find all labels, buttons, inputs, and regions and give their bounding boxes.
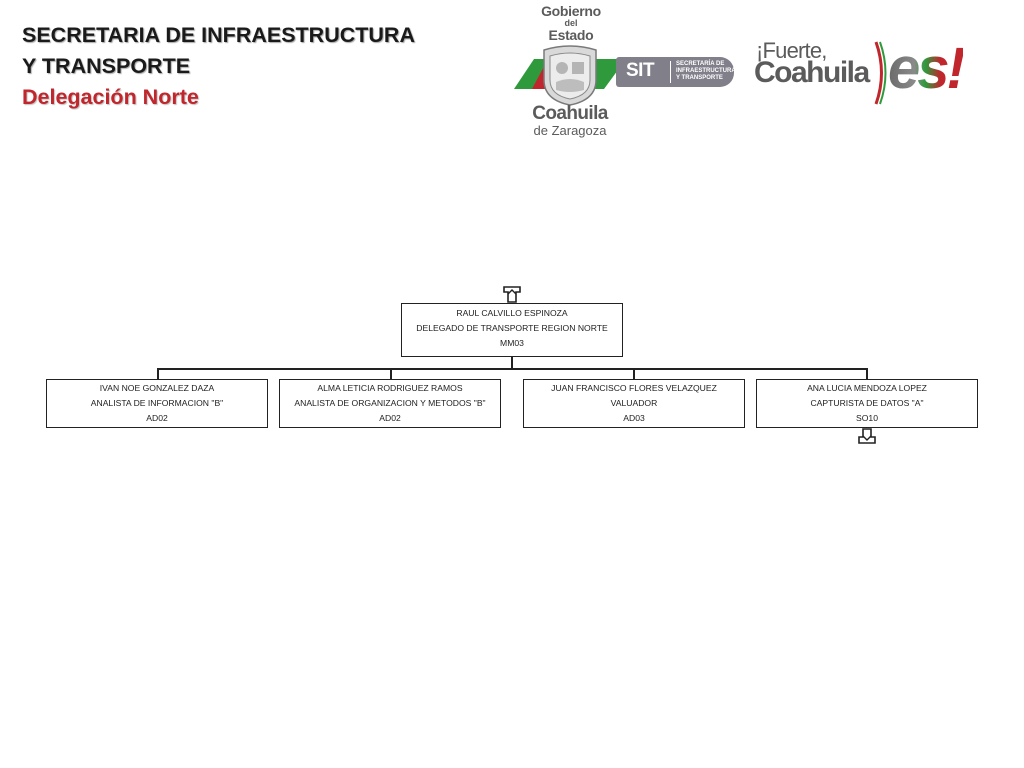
title-block: SECRETARIA DE INFRAESTRUCTURA Y TRANSPOR… [22, 20, 415, 113]
child-1-code: AD02 [146, 413, 168, 423]
connector-horizontal [157, 368, 868, 370]
up-arrow-icon[interactable] [503, 286, 521, 303]
root-position: DELEGADO DE TRANSPORTE REGION NORTE [416, 323, 608, 333]
child-4-name: ANA LUCIA MENDOZA LOPEZ [807, 383, 927, 393]
child-1-position: ANALISTA DE INFORMACION "B" [90, 398, 224, 408]
gobierno-state-sub: de Zaragoza [533, 123, 607, 138]
title-line-1: SECRETARIA DE INFRAESTRUCTURA [22, 23, 415, 47]
connector-child-2 [390, 368, 392, 379]
connector-child-1 [157, 368, 159, 379]
gobierno-line2: del [564, 18, 578, 28]
child-2-name: ALMA LETICIA RODRIGUEZ RAMOS [317, 383, 463, 393]
sit-subtitle: SECRETARÍA DE INFRAESTRUCTURA Y TRANSPOR… [676, 61, 736, 82]
sit-acronym: SIT [626, 60, 655, 81]
gobierno-state-name: Coahuila [532, 103, 608, 124]
gobierno-state-text: Coahuila de Zaragoza [510, 104, 630, 138]
root-code: MM03 [500, 338, 524, 348]
es-text: es! [888, 36, 966, 101]
sit-line3: Y TRANSPORTE [676, 75, 723, 81]
org-box-child-1[interactable]: IVAN NOE GONZALEZ DAZA ANALISTA DE INFOR… [46, 379, 268, 428]
fuerte-coahuila-logo: ¡Fuerte, Coahuila es! [754, 36, 988, 112]
flag-bracket-icon [874, 41, 887, 105]
down-arrow-icon[interactable] [858, 428, 876, 444]
org-box-root[interactable]: RAUL CALVILLO ESPINOZA DELEGADO DE TRANS… [401, 303, 623, 357]
root-name: RAUL CALVILLO ESPINOZA [456, 308, 568, 318]
child-2-code: AD02 [379, 413, 401, 423]
title-line-2: Y TRANSPORTE [22, 54, 191, 78]
org-box-child-2[interactable]: ALMA LETICIA RODRIGUEZ RAMOS ANALISTA DE… [279, 379, 501, 428]
coat-of-arms-icon [543, 45, 597, 106]
org-box-child-3[interactable]: JUAN FRANCISCO FLORES VELAZQUEZ VALUADOR… [523, 379, 745, 428]
sit-logo: SIT SECRETARÍA DE INFRAESTRUCTURA Y TRAN… [616, 57, 736, 87]
fuerte-line1: ¡Fuerte, [756, 38, 827, 63]
child-4-code: SO10 [856, 413, 878, 423]
connector-child-3 [633, 368, 635, 379]
gobierno-line3: Estado [548, 27, 594, 43]
sit-divider [670, 61, 671, 83]
child-3-name: JUAN FRANCISCO FLORES VELAZQUEZ [551, 383, 717, 393]
org-box-child-4[interactable]: ANA LUCIA MENDOZA LOPEZ CAPTURISTA DE DA… [756, 379, 978, 428]
connector-child-4 [866, 368, 868, 379]
gobierno-coahuila-logo: Gobierno del Estado Coahuila de Zaragoza [510, 2, 630, 140]
sit-line1: SECRETARÍA DE [676, 61, 725, 67]
child-1-name: IVAN NOE GONZALEZ DAZA [99, 383, 215, 393]
fuerte-line2: Coahuila [754, 56, 870, 89]
child-2-position: ANALISTA DE ORGANIZACION Y METODOS "B" [294, 398, 486, 408]
sit-line2: INFRAESTRUCTURA [676, 68, 736, 74]
es-slogan: es! [874, 36, 988, 112]
child-4-position: CAPTURISTA DE DATOS "A" [810, 398, 924, 408]
connector-root-down [511, 357, 513, 368]
child-3-position: VALUADOR [610, 398, 658, 408]
subtitle: Delegación Norte [22, 85, 199, 109]
gobierno-logo-text: Gobierno del Estado [536, 4, 606, 43]
child-3-code: AD03 [623, 413, 645, 423]
gobierno-line1: Gobierno [541, 3, 601, 19]
